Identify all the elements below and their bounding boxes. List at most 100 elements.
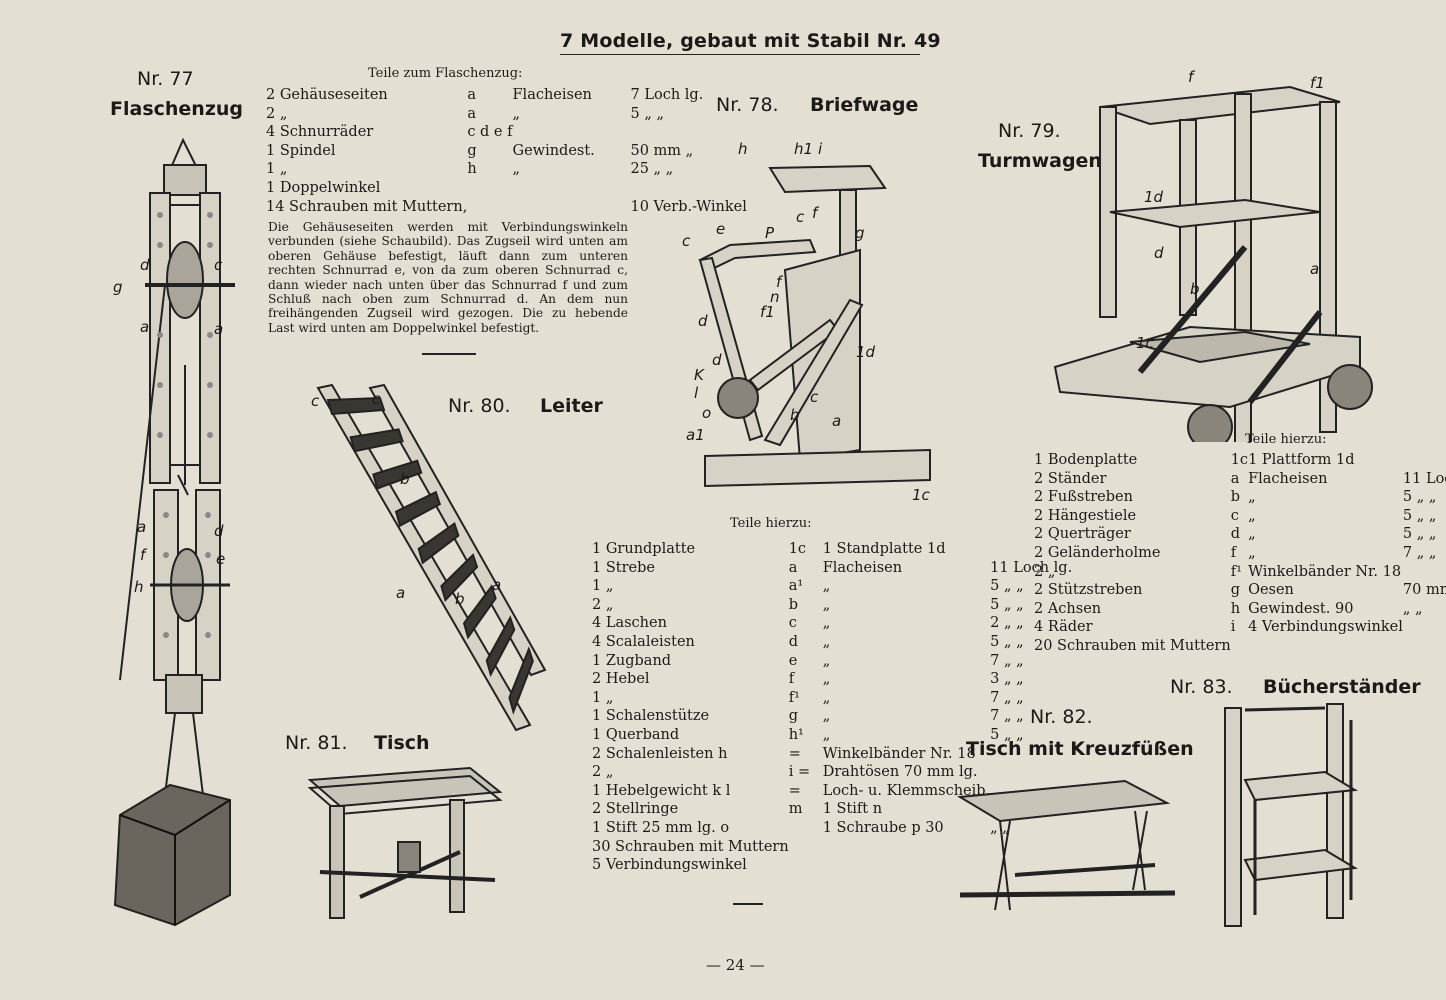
model-78-number: Nr. 78. [716, 94, 779, 116]
model-80-number: Nr. 80. [448, 395, 511, 417]
parts-row: 2 Querträger d „ 5 „ „ [1034, 525, 1446, 544]
parts-cell: „ [822, 726, 831, 743]
parts-cell: 2 Ständer [1034, 470, 1107, 487]
parts-cell: 1 „ [266, 161, 288, 178]
parts-cell [1403, 451, 1446, 470]
label-a1: a1 [686, 426, 705, 444]
parts-cell: 2 Querträger [1034, 526, 1131, 543]
model-81-name: Tisch [374, 732, 430, 754]
parts-cell [513, 198, 631, 217]
parts-row: 20 Schrauben mit Muttern [1034, 637, 1446, 656]
parts-cell: Loch- u. Klemmscheib. [822, 782, 991, 799]
parts-cell: g [1230, 582, 1240, 599]
parts-row: 14 Schrauben mit Muttern,10 Verb.-Winkel [266, 198, 747, 217]
label-c: c [372, 390, 381, 408]
parts-cell [1403, 563, 1446, 582]
parts-cell: Drahtösen 70 mm lg. [822, 764, 978, 781]
model-81-illustration [307, 766, 503, 919]
label-a: a [1310, 260, 1320, 278]
label-d: d [140, 256, 150, 274]
parts-row: 1 „f¹„7 „ „ [592, 689, 1072, 708]
parts-cell: 4 Laschen [592, 615, 667, 632]
parts-cell: 1 Schraube p 30 [822, 819, 944, 836]
label-a: a [137, 518, 147, 536]
parts-cell: a [788, 559, 798, 576]
parts-cell [467, 198, 512, 217]
parts-cell: 2 „ [592, 596, 614, 613]
label-e: e [716, 220, 726, 238]
page-number: — 24 — [706, 956, 765, 974]
label-n: n [770, 288, 780, 306]
parts-cell: 7 „ „ [1402, 544, 1437, 561]
parts-cell: 4 Scalaleisten [592, 633, 695, 650]
parts-cell: 25 „ „ [630, 161, 674, 178]
label-c: c [214, 256, 223, 274]
parts-cell: 2 Stellringe [592, 801, 679, 818]
parts-cell: Flacheisen [822, 559, 903, 576]
label-d: d [712, 351, 722, 369]
parts-cell [513, 179, 631, 198]
label-d: d [1154, 244, 1164, 262]
parts-cell: 2 „ [1034, 563, 1056, 580]
parts-cell: 2 Achsen [1034, 600, 1102, 617]
label-o: o [702, 404, 712, 422]
parts-cell: 5 „ „ [990, 726, 1024, 743]
parts-cell: 11 Loch lg. [990, 559, 1073, 576]
model-83-illustration [1224, 703, 1359, 927]
parts-cell: Flacheisen [512, 87, 592, 103]
parts-cell: a [1230, 470, 1240, 487]
divider [733, 903, 763, 905]
parts-row: 1 Doppelwinkel [266, 179, 747, 198]
parts-cell: d [1230, 526, 1240, 543]
parts-cell: 30 Schrauben mit Muttern [592, 838, 789, 855]
parts-cell: 4 Verbindungswinkel [1248, 619, 1403, 636]
parts-cell: 1 Grundplatte [592, 541, 696, 557]
model-78-parts-title: Teile hierzu: [730, 516, 812, 531]
parts-cell: 5 „ „ [1402, 489, 1437, 506]
parts-cell: „ [1248, 544, 1256, 561]
parts-cell [513, 123, 631, 142]
model-77-description: Die Gehäuseseiten werden mit Verbindungs… [268, 220, 628, 335]
parts-cell: „ [822, 633, 831, 650]
ladder-rung [508, 646, 534, 715]
ladder-rung [372, 459, 423, 490]
label-a: a [832, 412, 842, 430]
parts-cell: 5 „ „ [630, 105, 664, 122]
parts-cell: „ [1248, 526, 1256, 543]
parts-cell: 5 „ „ [1402, 526, 1437, 543]
parts-cell: „ [822, 708, 831, 725]
parts-cell: c [1230, 507, 1239, 524]
parts-cell: Winkelbänder Nr. 18 [822, 745, 976, 762]
parts-cell: h [1230, 600, 1241, 617]
model-79-number: Nr. 79. [998, 120, 1061, 142]
label-k: K [694, 366, 704, 384]
parts-cell: h¹ [788, 726, 804, 743]
parts-cell [1403, 618, 1446, 637]
parts-cell: f [788, 671, 795, 688]
label-f: f [776, 273, 782, 291]
label-f1: f1 [1310, 74, 1325, 92]
ladder-rung [417, 521, 460, 565]
ladder-rung [349, 428, 404, 453]
parts-cell: 7 „ „ [990, 689, 1024, 706]
ladder-rung [462, 584, 497, 640]
label-f1: f1 [760, 303, 775, 321]
parts-cell: 2 Gehäuseseiten [266, 87, 388, 103]
parts-cell: a [467, 87, 476, 103]
label-h: h [738, 140, 748, 158]
parts-cell: i = [788, 764, 811, 781]
parts-cell: c [788, 615, 797, 632]
label-p: P [765, 224, 775, 242]
label-b: b [455, 590, 465, 608]
